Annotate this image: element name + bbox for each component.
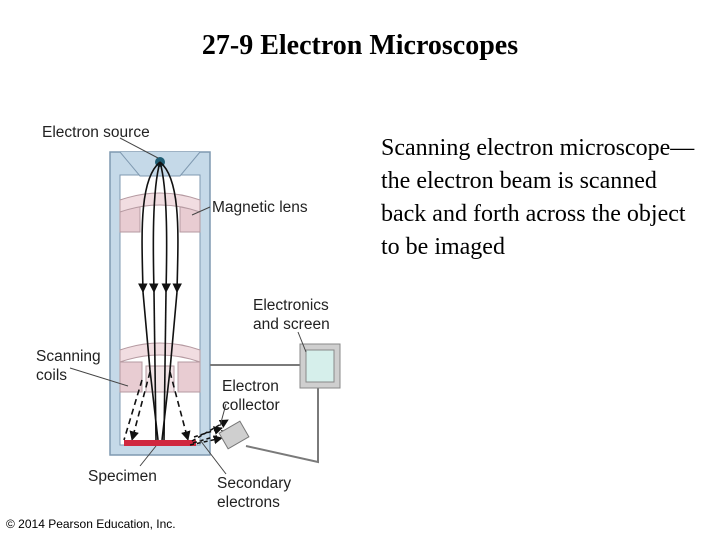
label-secondary: Secondary — [217, 475, 291, 492]
specimen — [124, 440, 196, 446]
label-and-screen: and screen — [253, 316, 330, 333]
magnetic-lens — [119, 192, 201, 233]
label-electron: Electron — [222, 378, 279, 395]
electron-collector — [218, 420, 250, 450]
label-collector: collector — [222, 397, 280, 414]
label-magnetic-lens: Magnetic lens — [212, 199, 308, 216]
label-coils: coils — [36, 367, 67, 384]
electron-beam — [138, 161, 182, 441]
description-text: Scanning electron microscope—the electro… — [381, 135, 695, 260]
copyright-notice: © 2014 Pearson Education, Inc. — [6, 517, 176, 531]
scanning-coils — [119, 342, 201, 393]
scanned-beam — [123, 371, 191, 441]
label-electronics: Electronics — [253, 297, 329, 314]
secondary-electrons — [189, 419, 231, 446]
label-specimen: Specimen — [88, 468, 157, 485]
leader-lines — [69, 137, 307, 475]
slide-title: 27-9 Electron Microscopes — [201, 30, 519, 61]
label-electrons: electrons — [217, 494, 280, 511]
label-electron-source: Electron source — [42, 124, 150, 141]
display-monitor — [299, 343, 341, 389]
label-scanning: Scanning — [36, 348, 101, 365]
signal-wire — [210, 364, 319, 464]
